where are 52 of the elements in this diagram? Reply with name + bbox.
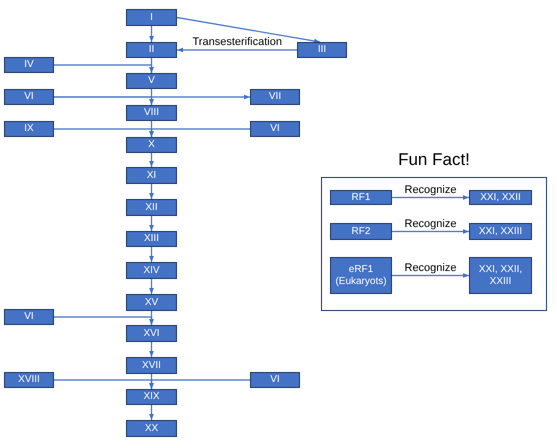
process-box: XVIII (4, 372, 54, 388)
arrow (149, 26, 154, 42)
arrow (392, 229, 469, 234)
process-box: eRF1 (Eukaryots) (330, 257, 392, 294)
process-box: XIII (126, 231, 177, 247)
process-box: IX (4, 121, 54, 137)
process-box: X (126, 137, 177, 153)
process-box: V (126, 73, 177, 89)
process-box: I (126, 9, 177, 26)
arrow (176, 16, 320, 44)
process-box: VI (250, 372, 300, 388)
arrow (149, 379, 250, 389)
process-box: VI (4, 89, 54, 105)
process-box: XI (126, 167, 177, 184)
arrow (392, 273, 469, 278)
arrow (149, 342, 154, 357)
process-box: XIX (126, 389, 177, 405)
arrow (149, 184, 154, 199)
arrow (54, 64, 154, 73)
process-box: IV (4, 57, 54, 73)
panel-heading: Fun Fact! (397, 150, 471, 170)
arrow (54, 316, 154, 325)
process-box: VII (250, 89, 300, 105)
edge-label: Recognize (404, 184, 458, 196)
process-box: XV (126, 294, 177, 311)
edge-label: Transesterification (192, 37, 283, 48)
process-box: XVII (126, 357, 177, 374)
process-box: XXI, XXII, XXIII (469, 257, 532, 294)
process-box: XIV (126, 262, 177, 279)
process-box: XVI (126, 325, 177, 342)
arrow (149, 405, 154, 420)
arrow (392, 195, 469, 200)
arrow (54, 94, 250, 100)
process-box: VI (250, 121, 300, 137)
arrow (149, 128, 250, 137)
process-box: VI (4, 309, 54, 325)
process-box: III (297, 42, 347, 58)
process-box: RF1 (330, 190, 392, 205)
process-box: XXI, XXIII (469, 223, 532, 240)
edge-label: Recognize (404, 218, 458, 230)
arrow (149, 216, 154, 231)
arrow (177, 48, 297, 52)
process-box: RF2 (330, 223, 392, 240)
process-box: XX (126, 420, 177, 437)
process-box: XII (126, 199, 177, 216)
process-box: XXI, XXII (469, 190, 532, 205)
process-box: VIII (126, 105, 177, 121)
arrow (149, 279, 154, 294)
arrow (149, 247, 154, 262)
arrow (149, 153, 154, 167)
edge-label: Recognize (404, 262, 458, 274)
process-box: II (126, 42, 177, 58)
